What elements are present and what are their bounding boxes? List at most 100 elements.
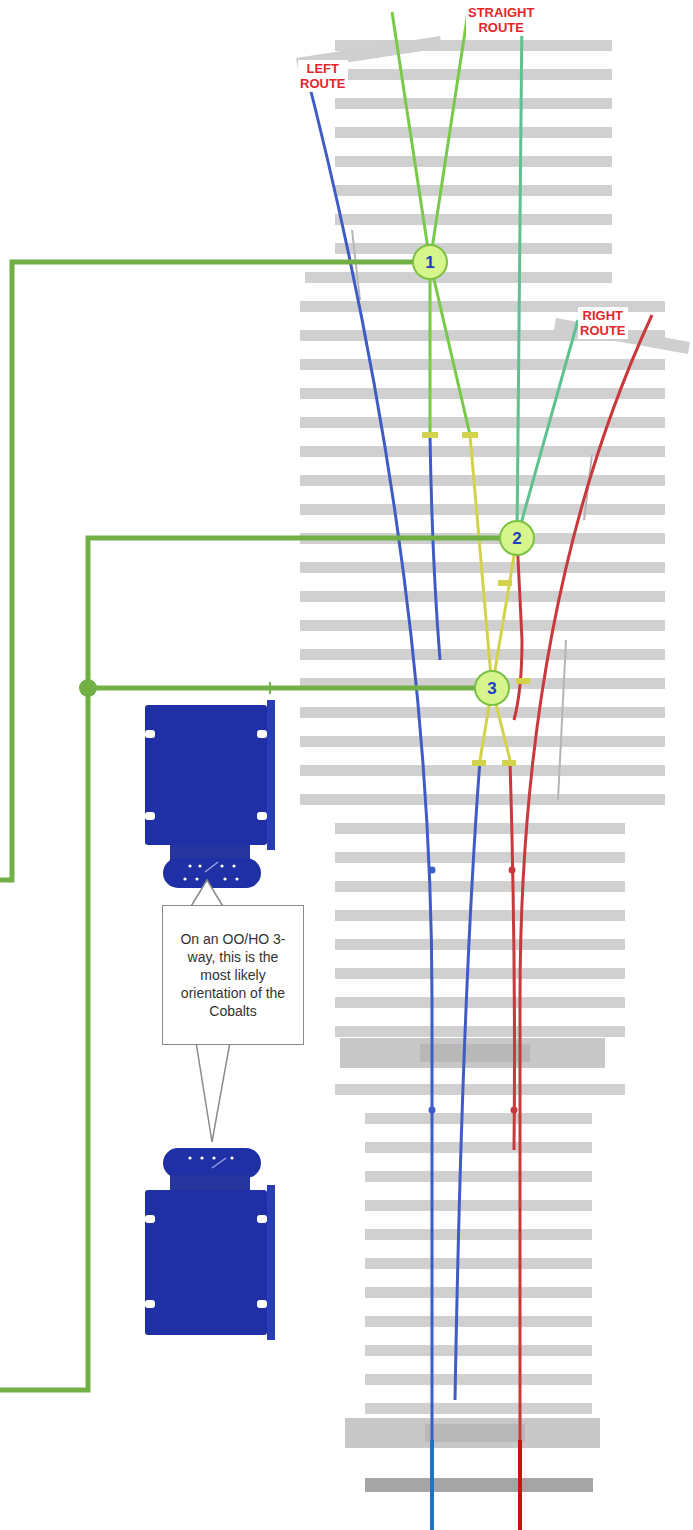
sleeper — [335, 823, 625, 834]
sleeper — [300, 359, 665, 370]
pin — [200, 1156, 203, 1159]
right-route-rail — [514, 538, 522, 720]
sleeper — [365, 1229, 592, 1240]
motor-connector — [163, 858, 261, 888]
pin — [183, 877, 186, 880]
sleepers — [300, 40, 665, 1414]
straight-route-rail — [517, 12, 522, 538]
callout-box: On an OO/HO 3-way, this is the most like… — [162, 905, 304, 1045]
sleeper — [365, 1142, 592, 1153]
rail-joiners — [422, 432, 530, 766]
rail-joiner — [462, 432, 478, 438]
pin — [188, 864, 191, 867]
motor-body — [145, 705, 267, 845]
pin — [220, 864, 223, 867]
pin — [235, 877, 238, 880]
sleeper — [335, 243, 612, 254]
motor-notch — [145, 812, 155, 820]
left-route-rail — [392, 12, 470, 435]
rail-dot — [429, 1107, 436, 1114]
right-outer-rail — [520, 315, 652, 1440]
sleeper — [365, 1345, 592, 1356]
rail-dot — [429, 867, 436, 874]
route-label: LEFT ROUTE — [298, 60, 348, 92]
tie-plate — [345, 1418, 600, 1448]
sleeper — [365, 1171, 592, 1182]
connector-pins — [188, 1156, 233, 1159]
wire-tick — [269, 682, 271, 694]
left-route-rail — [430, 435, 440, 660]
sleeper — [300, 504, 665, 515]
callout-circle: 1 — [412, 244, 448, 280]
sleeper — [300, 794, 665, 805]
connector-lever — [205, 862, 218, 872]
rail-joiner — [502, 760, 516, 766]
sleeper — [300, 707, 665, 718]
sleeper — [300, 475, 665, 486]
straight-route-rail — [430, 12, 468, 435]
left-point-rail — [455, 760, 480, 1400]
motor-notch — [257, 730, 267, 738]
pin — [198, 864, 201, 867]
sleeper — [335, 127, 612, 138]
note-text: On an OO/HO 3-way, this is the most like… — [171, 930, 295, 1020]
motor-notch — [257, 812, 267, 820]
rail-dot — [509, 867, 516, 874]
rail-dot — [511, 1107, 518, 1114]
callout-number: 3 — [487, 680, 496, 697]
feed-rail — [430, 1440, 434, 1530]
callout-tail — [190, 880, 224, 908]
motor-flange — [267, 1185, 275, 1340]
control-wire — [88, 686, 478, 691]
tie-plate — [340, 1038, 605, 1068]
sleeper — [365, 1113, 592, 1124]
right-point-rail — [510, 760, 515, 1150]
rail-joiner — [498, 580, 512, 586]
sleeper — [335, 910, 625, 921]
pin — [212, 1156, 215, 1159]
sleeper — [300, 388, 665, 399]
callout-circle: 3 — [474, 670, 510, 706]
motor-notch — [145, 730, 155, 738]
sleeper — [365, 1258, 592, 1269]
motor-neck — [170, 1175, 250, 1191]
route-label: STRAIGHT ROUTE — [466, 4, 536, 36]
sleeper — [335, 98, 612, 109]
sleeper — [335, 214, 612, 225]
pin — [230, 1156, 233, 1159]
sleeper — [335, 939, 625, 950]
sleeper — [300, 765, 665, 776]
right-route-rail — [517, 320, 578, 538]
crossing-rail — [480, 538, 517, 760]
sleeper — [365, 1374, 592, 1385]
cobalt-motor — [145, 1148, 275, 1340]
motor-flange — [267, 700, 275, 850]
sleeper — [305, 272, 612, 283]
callout-number: 2 — [512, 530, 521, 547]
wire-junction — [79, 679, 97, 697]
sleeper — [335, 997, 625, 1008]
sleeper — [365, 1200, 592, 1211]
motor-notch — [257, 1215, 267, 1223]
motor-connector — [163, 1148, 261, 1178]
sleeper — [300, 649, 665, 660]
motor-notch — [145, 1300, 155, 1308]
feed-rail — [518, 1440, 522, 1530]
sleeper — [365, 1287, 592, 1298]
rail-joiner — [516, 678, 530, 684]
rail-joiner — [472, 760, 486, 766]
pin — [195, 877, 198, 880]
sleeper — [300, 620, 665, 631]
callout-number: 1 — [425, 254, 434, 271]
pin — [223, 877, 226, 880]
route-label: RIGHT ROUTE — [578, 307, 628, 339]
pin — [232, 864, 235, 867]
sleeper — [365, 1403, 592, 1414]
callout-tail — [196, 1042, 230, 1142]
check-rail — [558, 640, 566, 800]
callout-circle: 2 — [499, 520, 535, 556]
sleeper — [335, 185, 612, 196]
